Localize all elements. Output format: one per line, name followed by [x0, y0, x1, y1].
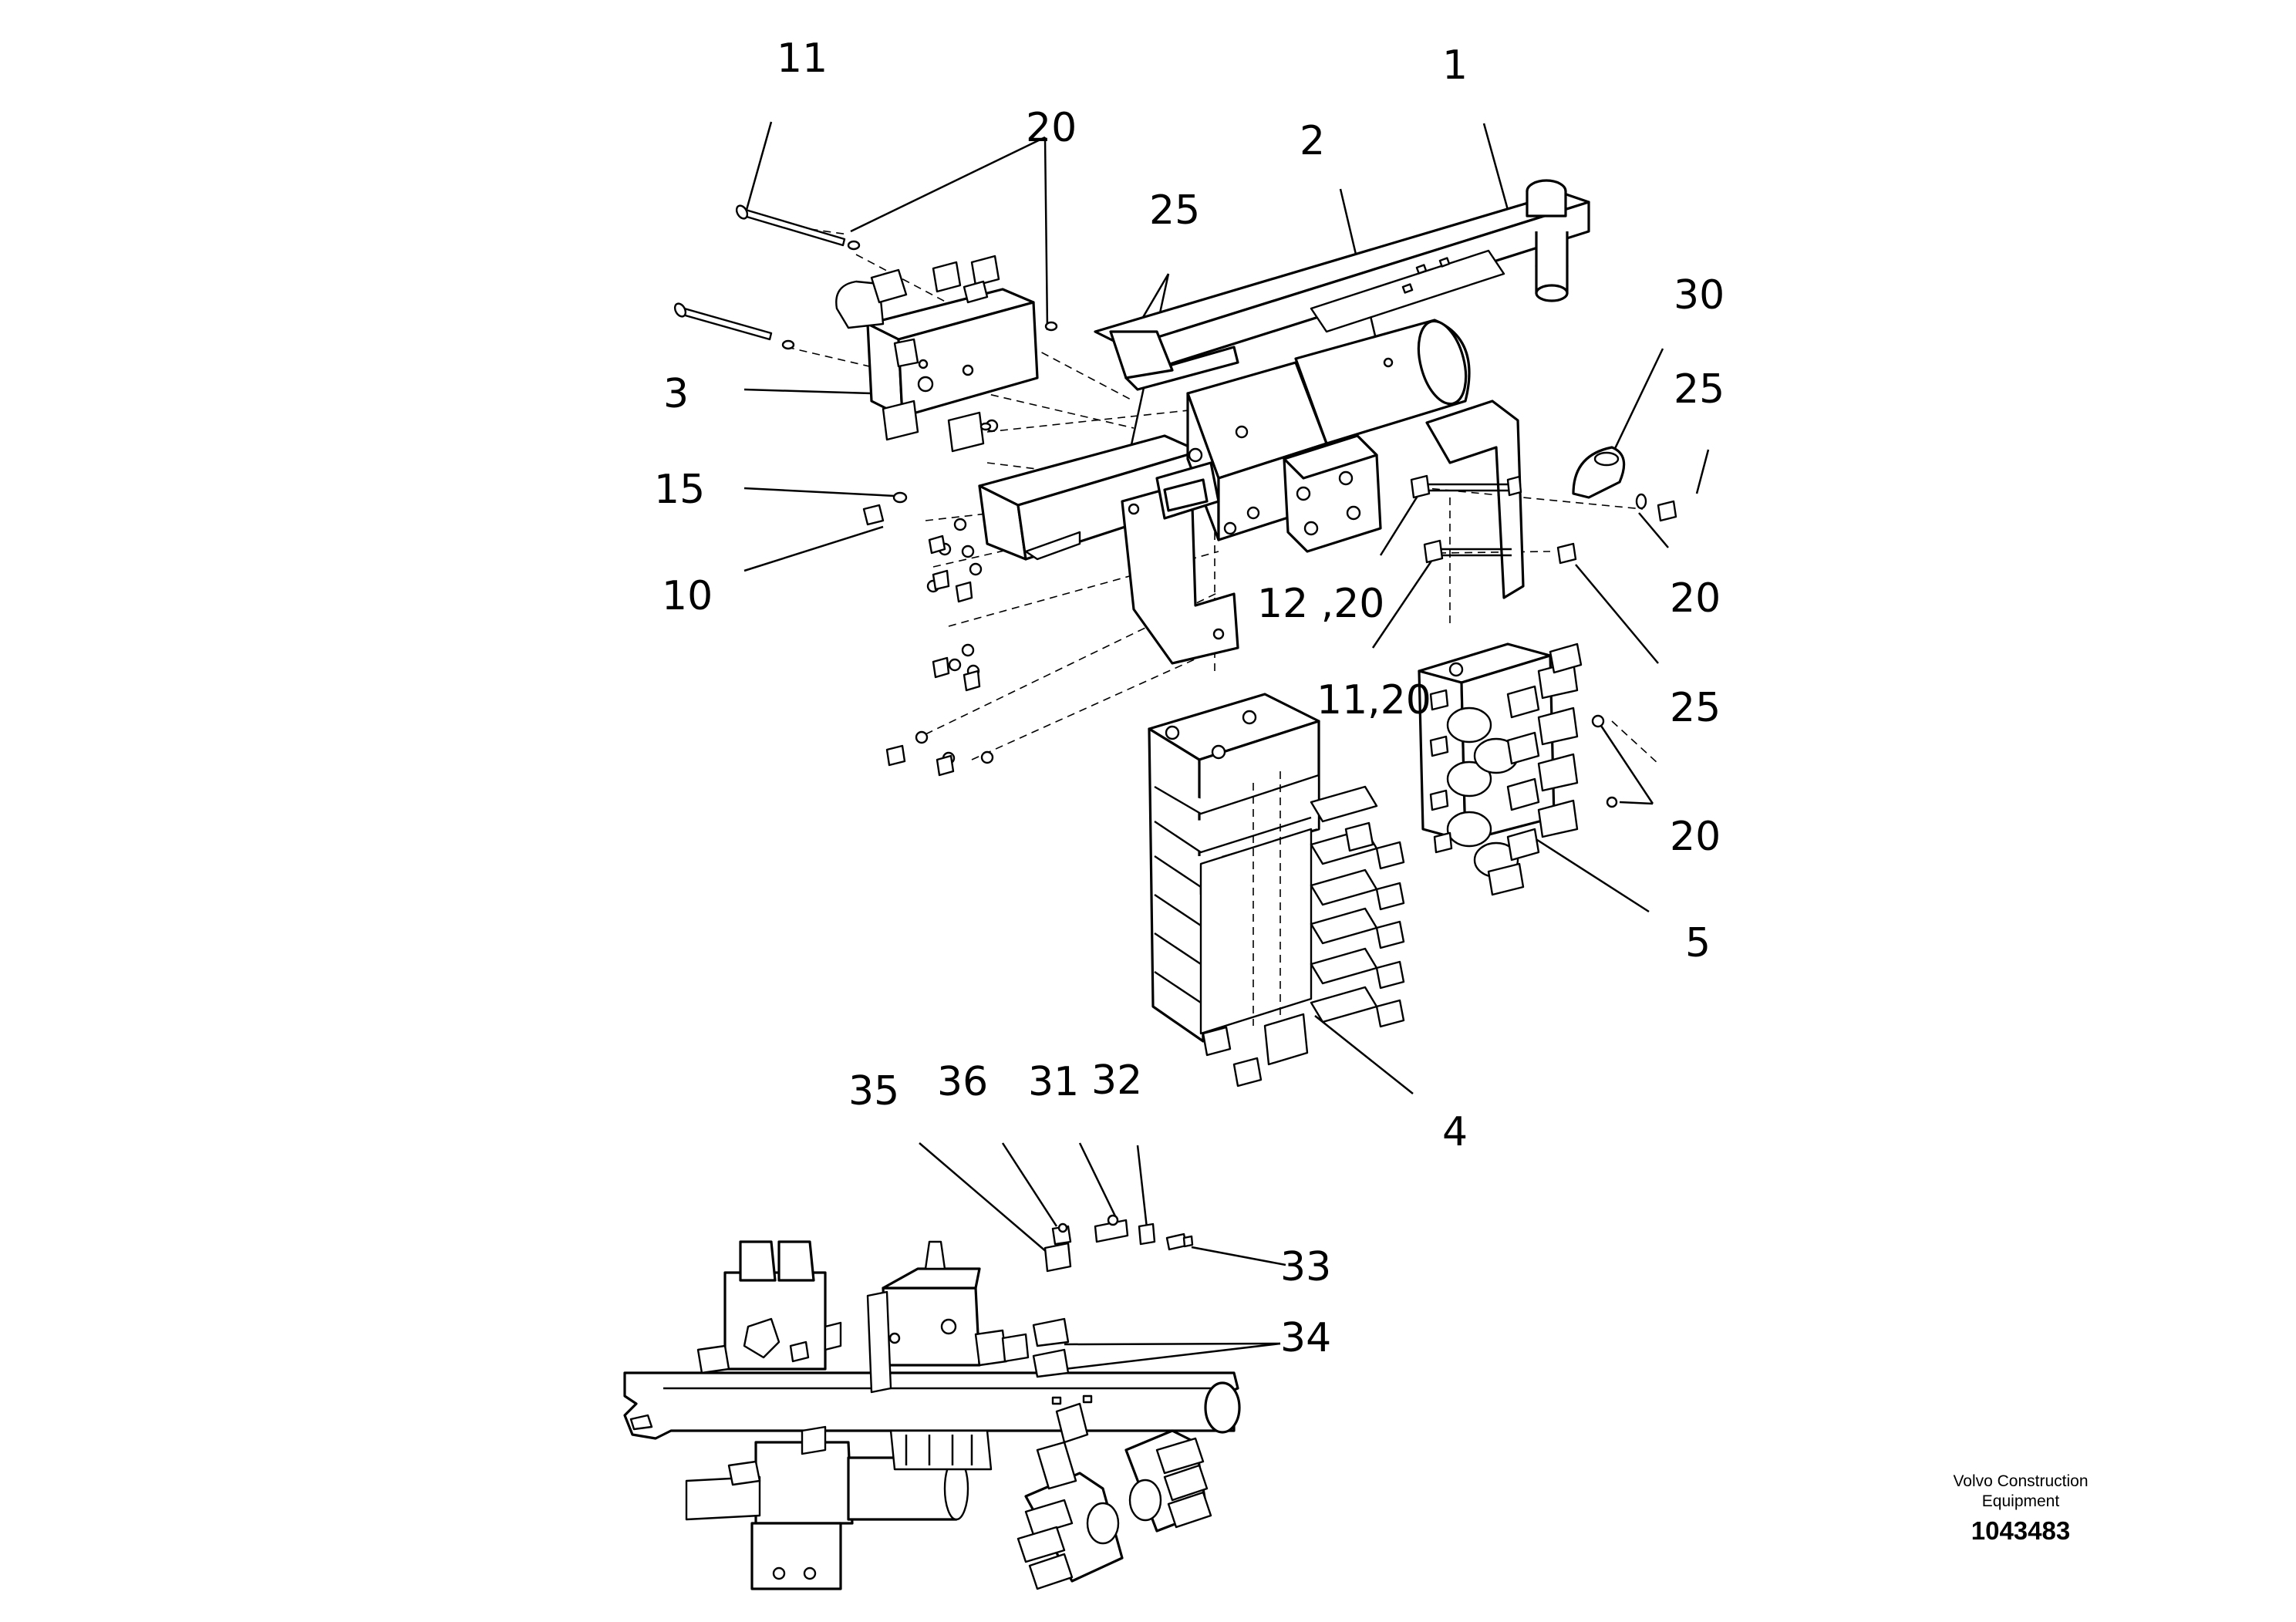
callout-20-lower-right: 20 [1670, 814, 1721, 860]
main-bracket [978, 179, 1590, 665]
solenoid-coils [1429, 642, 1583, 896]
callout-11-20: 11,20 [1317, 677, 1431, 723]
solenoid-valve-upper [835, 255, 1039, 453]
callout-12-20: 12 ,20 [1257, 581, 1384, 627]
callout-10: 10 [662, 573, 713, 619]
callout-32: 32 [1091, 1057, 1142, 1104]
fittings [1043, 1214, 1194, 1273]
footer-caption: Volvo Construction Equipment 1043483 [1953, 1472, 2088, 1545]
callout-20-right: 20 [1670, 575, 1721, 622]
drawing-number: 1043483 [1971, 1516, 2070, 1545]
callout-15: 15 [654, 467, 705, 513]
callout-3: 3 [663, 371, 689, 417]
assembled-view [623, 1240, 1241, 1590]
callout-4: 4 [1442, 1109, 1468, 1155]
callout-20: 20 [1026, 105, 1077, 151]
callout-25-upper-right: 25 [1674, 366, 1725, 413]
callout-1: 1 [1442, 42, 1468, 89]
callout-36: 36 [937, 1059, 988, 1105]
callout-35: 35 [848, 1068, 899, 1114]
hardware-right [1410, 446, 1677, 565]
callout-5: 5 [1685, 920, 1711, 966]
company-name-line2: Equipment [1982, 1492, 2060, 1510]
solenoid-valve-bank-right [1418, 642, 1618, 896]
callout-2: 2 [1300, 118, 1325, 164]
callout-labels: 11 20 25 2 1 30 25 3 15 10 12 ,20 20 11,… [654, 35, 1725, 1361]
bolts-column [885, 518, 994, 777]
callout-34: 34 [1280, 1315, 1331, 1361]
callout-31: 31 [1028, 1059, 1079, 1105]
cylinder-motor [1155, 319, 1471, 553]
callout-25: 25 [1149, 187, 1200, 234]
control-valve-bank [1148, 693, 1405, 1088]
bolts-upper [673, 204, 1058, 526]
valve-spools [1310, 785, 1405, 1028]
callout-25-right: 25 [1670, 685, 1721, 731]
leader-lines [743, 121, 1710, 1371]
callout-11: 11 [777, 35, 828, 82]
company-name-line1: Volvo Construction [1953, 1472, 2088, 1490]
callout-30: 30 [1674, 272, 1725, 319]
callout-33: 33 [1280, 1244, 1331, 1290]
